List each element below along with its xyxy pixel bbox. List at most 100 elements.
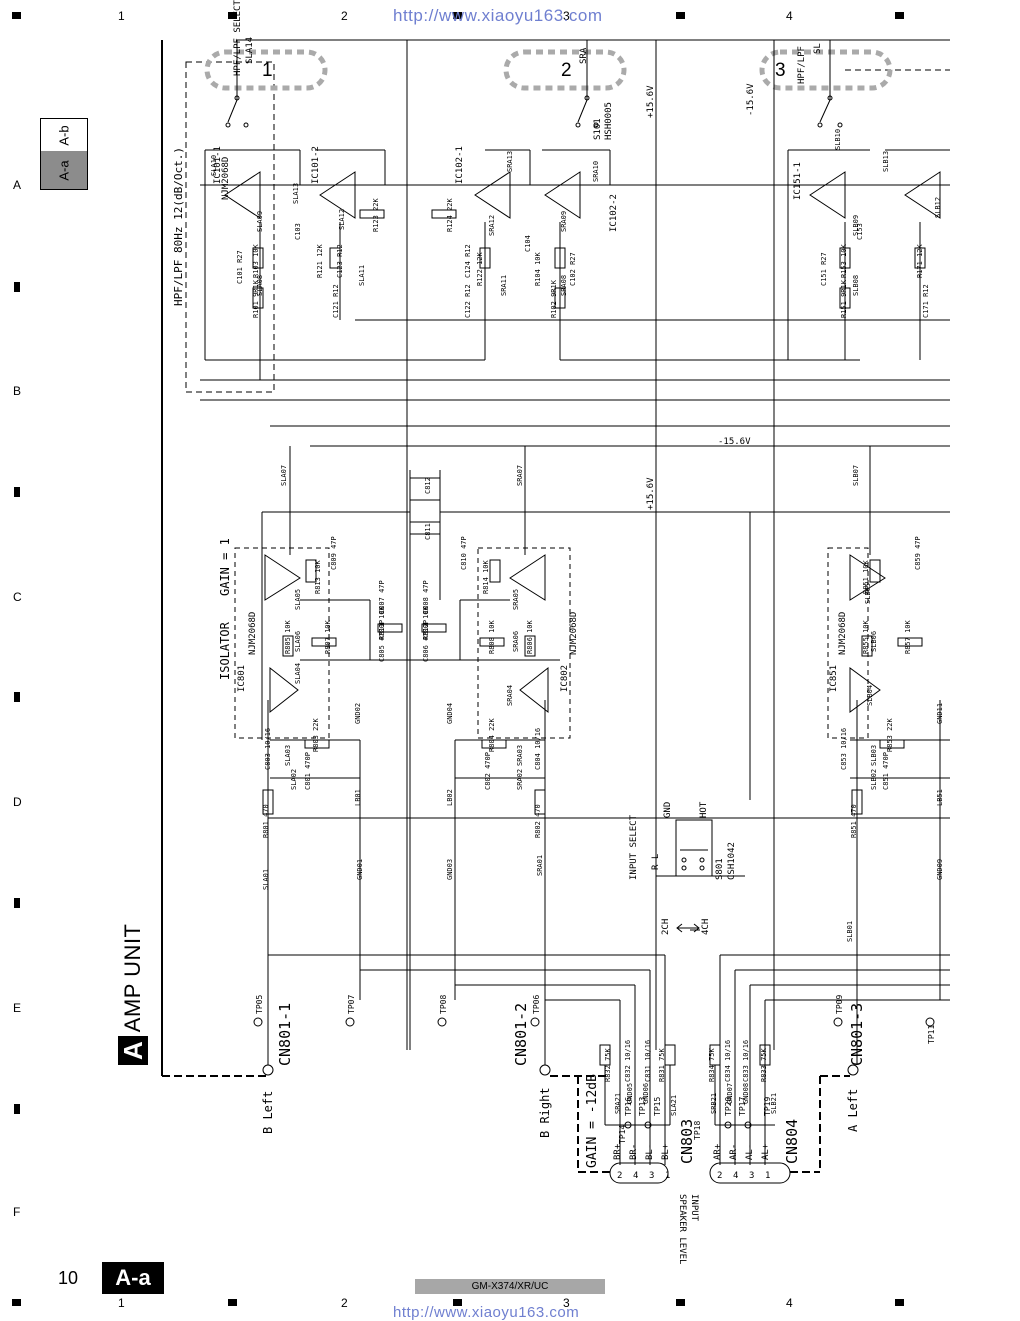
resistor-label-r805: R805 10K [284, 619, 292, 654]
column-number-3: 3 [563, 9, 570, 23]
row-letter-e: E [13, 1001, 22, 1015]
row-letter-f: F [13, 1205, 21, 1219]
net-label-sla04: SLA04 [294, 663, 302, 684]
capacitor-label-c804: C804 10/16 [534, 728, 542, 770]
resistor-label-r807: R807 10K [324, 619, 332, 654]
ic-label-ic102-1: IC102-1 [455, 146, 465, 184]
net-label-sla11: SLA11 [358, 265, 366, 286]
capacitor-label-c801: C801 470P [304, 752, 312, 790]
supply-minus-label-top: -15.6V [746, 83, 756, 116]
net-label-slb03: SLB03 [870, 745, 878, 766]
capacitor-label-c121: C121 R12 [332, 284, 340, 318]
test-point-tp16: TP16 [624, 1097, 633, 1116]
cn803-pin-br-minus: BR- [629, 1144, 639, 1160]
net-label-sla09: SLA09 [256, 211, 264, 232]
capacitor-label-c123: C123 R12 [336, 244, 344, 278]
resistor-label-r813: R813 10K [314, 559, 322, 594]
net-label-sla08: SLA08 [256, 275, 264, 296]
input-label-b-left: B Left [261, 1091, 275, 1134]
net-label-sla07: SLA07 [280, 465, 288, 486]
net-label-sra11: SRA11 [500, 275, 508, 296]
resistor-label-r857: R857 10K [904, 619, 912, 654]
capacitor-label-c831: C831 10/16 [644, 1040, 652, 1082]
test-point-tp15: TP15 [653, 1097, 662, 1116]
isolator-label: ISOLATOR [218, 621, 232, 680]
resistor-label-r811: R811 10K [378, 605, 386, 640]
net-label-sra02: SRA02 [516, 769, 524, 790]
net-label-sla10: SLA10 [210, 155, 218, 176]
edge-mark [14, 487, 20, 497]
switch-label-hsh0005: HSH0005 [604, 102, 614, 140]
capacitor-label-c806: C806 4700P [422, 620, 430, 662]
net-label-sra01: SRA01 [536, 855, 544, 876]
capacitor-label-c104: C104 [524, 235, 532, 252]
cn804-pin-ar-plus: AR+ [713, 1143, 723, 1160]
cn804-pin-ar-minus: AR- [729, 1144, 739, 1160]
cn804-pin-number-3: 3 [749, 1171, 754, 1181]
resistor-label-r802: R802 470 [534, 804, 542, 838]
row-letter-b: B [13, 384, 22, 398]
capacitor-label-c832: C832 10/16 [624, 1040, 632, 1082]
column-number-3-bottom: 3 [563, 1296, 570, 1310]
gain-12db-label: GAIN = -12dB [585, 1074, 600, 1168]
capacitor-label-c122: C122 R12 [464, 284, 472, 318]
capacitor-label-c124: C124 R12 [464, 244, 472, 278]
resistor-label-r124: R124 22K [446, 197, 454, 232]
net-label-slb06: SLB06 [870, 631, 878, 652]
resistor-label-r153: R153 10K [840, 243, 848, 278]
ch-label-4ch: 4CH [701, 919, 711, 935]
net-label-gnd04: GND04 [446, 703, 454, 724]
edge-mark [12, 1299, 21, 1306]
net-label-gnd01: GND01 [356, 859, 364, 880]
net-label-sra13: SRA13 [506, 151, 514, 172]
edge-mark [676, 12, 685, 19]
edge-mark [14, 282, 20, 292]
net-label-sla05: SLA05 [294, 589, 302, 610]
capacitor-label-c807: C807 47P [378, 580, 386, 614]
watermark-url-bottom: http://www.xiaoyu163.com [393, 1304, 580, 1321]
supply-plus-label-top: +15.6V [646, 85, 656, 118]
net-label-slb10: SLB10 [834, 129, 842, 150]
test-point-tp07: TP07 [347, 995, 356, 1014]
net-label-sra21: SRA21 [614, 1093, 622, 1114]
cn803-pin-bl-minus: BL- [645, 1144, 655, 1160]
connector-cn801-3: CN801-3 [848, 1003, 866, 1066]
input-select-sub-label: R L [651, 854, 661, 870]
resistor-label-r102: R102 9R1K [550, 279, 558, 318]
watermark-url-top: http://www.xiaoyu163.com [393, 6, 603, 25]
supply-minus-label: -15.6V [718, 437, 751, 447]
resistor-label-r104: R104 10K [534, 251, 542, 286]
edge-mark [453, 1299, 462, 1306]
column-number-1-bottom: 1 [118, 1296, 125, 1310]
cn804-pin-al-plus: AL+ [761, 1143, 771, 1160]
cn804-pin-number-1: 1 [765, 1171, 770, 1181]
net-label-slb04: SLB04 [866, 685, 874, 706]
net-label-sla03: SLA03 [284, 745, 292, 766]
cn803-pin-number-3: 3 [649, 1171, 654, 1181]
edge-mark [14, 692, 20, 702]
input-word-label: INPUT [689, 1194, 699, 1222]
switch-label-hpf-lpf-select: HPF/LPF SELECT [233, 0, 243, 76]
net-label-lb02: LB02 [446, 789, 454, 806]
net-label-srb21: SRB21 [710, 1093, 718, 1114]
resistor-label-r851: R851 470 [850, 804, 858, 838]
page-tab: A-b A-a [40, 118, 88, 190]
net-label-gnd11: GND11 [936, 703, 944, 724]
resistor-label-r833: R833 75K [760, 1047, 768, 1082]
input-label-a-left: A Left [846, 1089, 860, 1132]
test-point-tp06: TP06 [532, 995, 541, 1014]
callout-3: 3 [775, 60, 786, 81]
capacitor-label-c853: C853 10/16 [840, 728, 848, 770]
column-number-2: 2 [341, 9, 348, 23]
resistor-label-r801: R801 470 [262, 804, 270, 838]
resistor-label-r171: R171 12K [916, 243, 924, 278]
test-point-tp13: TP13 [638, 1097, 647, 1116]
net-label-sra12: SRA12 [488, 215, 496, 236]
net-label-slb21: SLB21 [770, 1093, 778, 1114]
connector-cn801-2: CN801-2 [512, 1003, 530, 1066]
capacitor-label-c802: C802 470P [484, 752, 492, 790]
switch-s801-label: S801 [715, 858, 725, 880]
capacitor-label-c101: C101 R27 [236, 250, 244, 284]
capacitor-label-c834: C834 10/16 [724, 1040, 732, 1082]
